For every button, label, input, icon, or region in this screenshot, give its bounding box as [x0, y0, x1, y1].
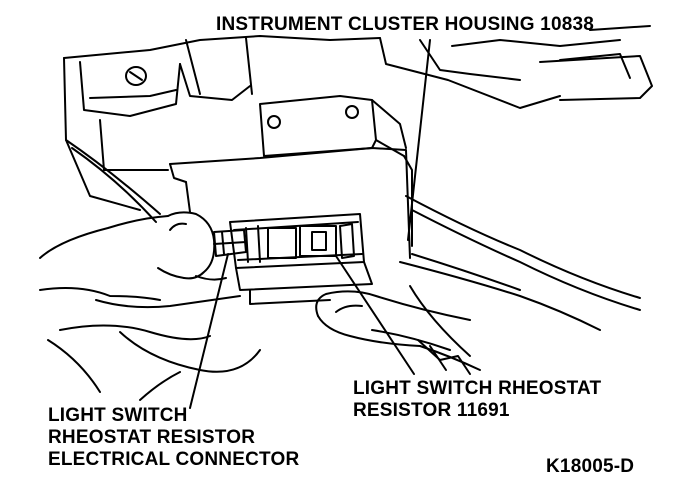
- figure-code: K18005-D: [546, 456, 635, 477]
- wiring-harness: [65, 139, 641, 375]
- hand-right: [315, 290, 481, 371]
- leader-cluster-housing: [407, 39, 431, 241]
- cluster-housing-label: INSTRUMENT CLUSTER HOUSING 10838: [216, 14, 595, 35]
- connector-label-line3: ELECTRICAL CONNECTOR: [48, 449, 300, 470]
- electrical-connector: [213, 229, 247, 257]
- cluster-housing: [169, 95, 413, 259]
- dashboard-panel: [63, 25, 653, 211]
- hand-left: [39, 211, 261, 401]
- connector-label-line2: RHEOSTAT RESISTOR: [48, 427, 256, 448]
- leader-lines: [189, 39, 431, 409]
- leader-resistor: [335, 255, 415, 375]
- leader-connector: [189, 253, 229, 409]
- rheostat-resistor-label: LIGHT SWITCH RHEOSTAT RESISTOR 11691: [353, 378, 601, 422]
- rheostat-resistor-label-line1: LIGHT SWITCH RHEOSTAT: [353, 378, 602, 399]
- connector-label-line1: LIGHT SWITCH: [48, 405, 188, 426]
- rheostat-resistor: [229, 213, 373, 305]
- connector-label: LIGHT SWITCH RHEOSTAT RESISTOR ELECTRICA…: [48, 405, 299, 471]
- rheostat-resistor-label-line2: RESISTOR 11691: [353, 400, 510, 421]
